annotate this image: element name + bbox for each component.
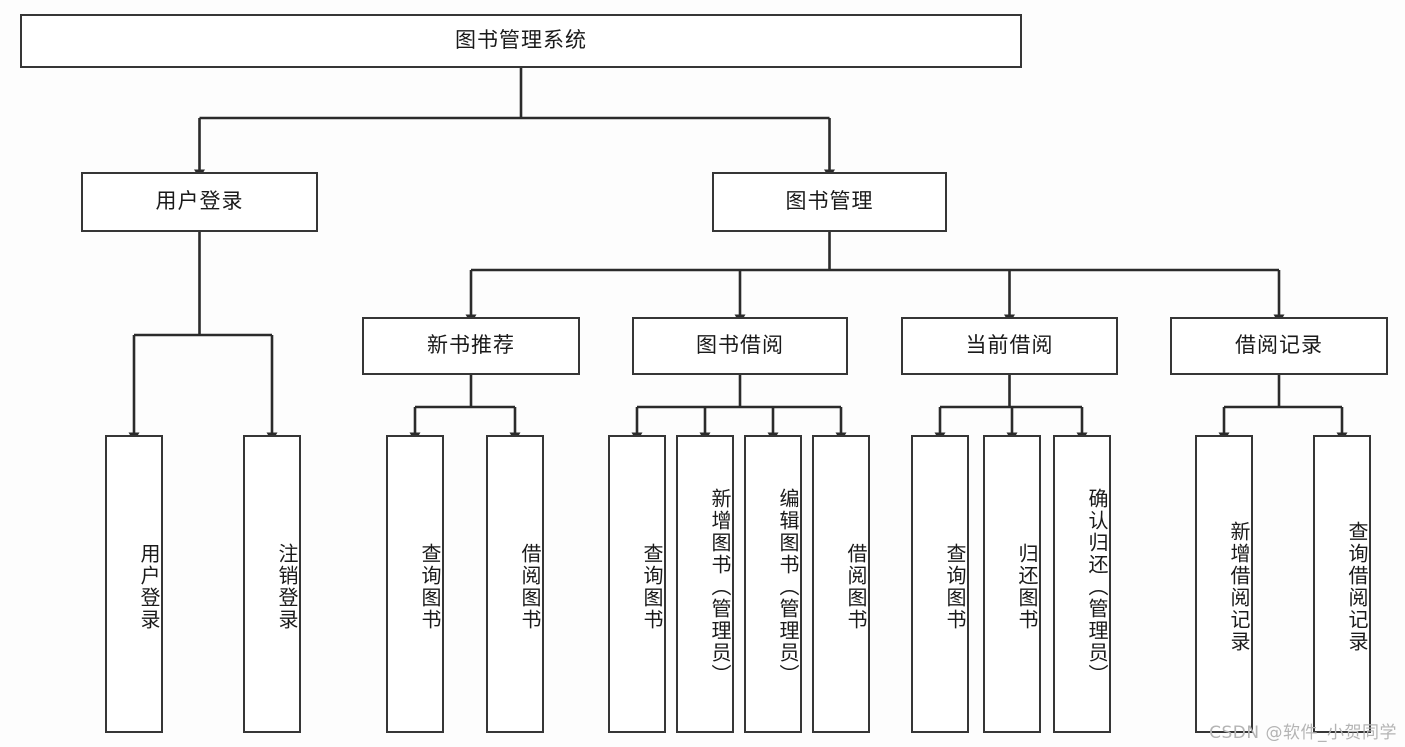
node-l2-current-label: 当前借阅 xyxy=(965,333,1054,358)
node-l3-b-edit[interactable]: 编辑图书（管理员） xyxy=(744,435,802,733)
node-l3-r-query[interactable]: 查询借阅记录 xyxy=(1313,435,1371,733)
node-l3-new-query[interactable]: 查询图书 xyxy=(386,435,444,733)
node-l3-c-return-label: 归还图书 xyxy=(1015,543,1039,631)
node-root[interactable]: 图书管理系统 xyxy=(20,14,1022,68)
node-l3-r-add[interactable]: 新增借阅记录 xyxy=(1195,435,1253,733)
node-l1-book-label: 图书管理 xyxy=(785,189,874,214)
node-l3-c-confirm[interactable]: 确认归还（管理员） xyxy=(1053,435,1111,733)
node-l2-borrow-label: 图书借阅 xyxy=(696,333,784,358)
node-l3-b-borrow-label: 借阅图书 xyxy=(844,543,868,631)
node-l2-borrow[interactable]: 图书借阅 xyxy=(632,317,848,375)
node-l2-current[interactable]: 当前借阅 xyxy=(901,317,1118,375)
node-l1-user[interactable]: 用户登录 xyxy=(81,172,318,232)
node-l3-user-logout[interactable]: 注销登录 xyxy=(243,435,301,733)
node-l3-b-borrow[interactable]: 借阅图书 xyxy=(812,435,870,733)
node-root-label: 图书管理系统 xyxy=(455,28,587,53)
node-l3-c-return[interactable]: 归还图书 xyxy=(983,435,1041,733)
node-l3-new-query-label: 查询图书 xyxy=(418,543,442,631)
node-l3-b-query-label: 查询图书 xyxy=(640,543,664,631)
node-l3-user-login[interactable]: 用户登录 xyxy=(105,435,163,733)
node-l2-record-label: 借阅记录 xyxy=(1235,333,1323,358)
node-l3-new-borrow-label: 借阅图书 xyxy=(518,543,542,631)
node-l3-c-confirm-label: 确认归还（管理员） xyxy=(1085,488,1109,686)
node-l3-user-logout-label: 注销登录 xyxy=(275,543,299,631)
node-l3-new-borrow[interactable]: 借阅图书 xyxy=(486,435,544,733)
node-l3-user-login-label: 用户登录 xyxy=(137,543,161,631)
watermark: CSDN @软件_小贺同学 xyxy=(1209,723,1397,743)
node-l2-record[interactable]: 借阅记录 xyxy=(1170,317,1388,375)
node-l3-r-query-label: 查询借阅记录 xyxy=(1345,521,1369,653)
node-l3-b-add[interactable]: 新增图书（管理员） xyxy=(676,435,734,733)
node-l3-c-query-label: 查询图书 xyxy=(943,543,967,631)
node-l2-new-label: 新书推荐 xyxy=(427,333,515,358)
node-l3-r-add-label: 新增借阅记录 xyxy=(1227,521,1251,653)
node-l3-c-query[interactable]: 查询图书 xyxy=(911,435,969,733)
node-l2-new[interactable]: 新书推荐 xyxy=(362,317,580,375)
node-l3-b-query[interactable]: 查询图书 xyxy=(608,435,666,733)
node-l3-b-add-label: 新增图书（管理员） xyxy=(708,488,732,686)
node-l1-book[interactable]: 图书管理 xyxy=(712,172,947,232)
node-l1-user-label: 用户登录 xyxy=(155,189,244,214)
node-l3-b-edit-label: 编辑图书（管理员） xyxy=(776,488,800,686)
